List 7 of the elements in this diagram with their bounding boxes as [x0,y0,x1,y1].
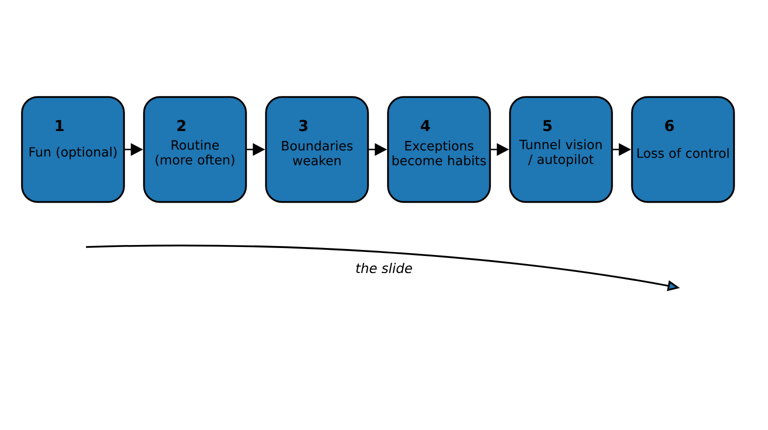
process-box: 5 Tunnel vision / autopilot [509,96,613,203]
arrow-label: the slide [356,262,412,274]
process-box: 4 Exceptions become habits [387,96,491,203]
process-box: 2 Routine (more often) [143,96,247,203]
process-box: 1 Fun (optional) [21,96,125,203]
process-box: 6 Loss of control [631,96,735,203]
process-box: 3 Boundaries weaken [265,96,369,203]
